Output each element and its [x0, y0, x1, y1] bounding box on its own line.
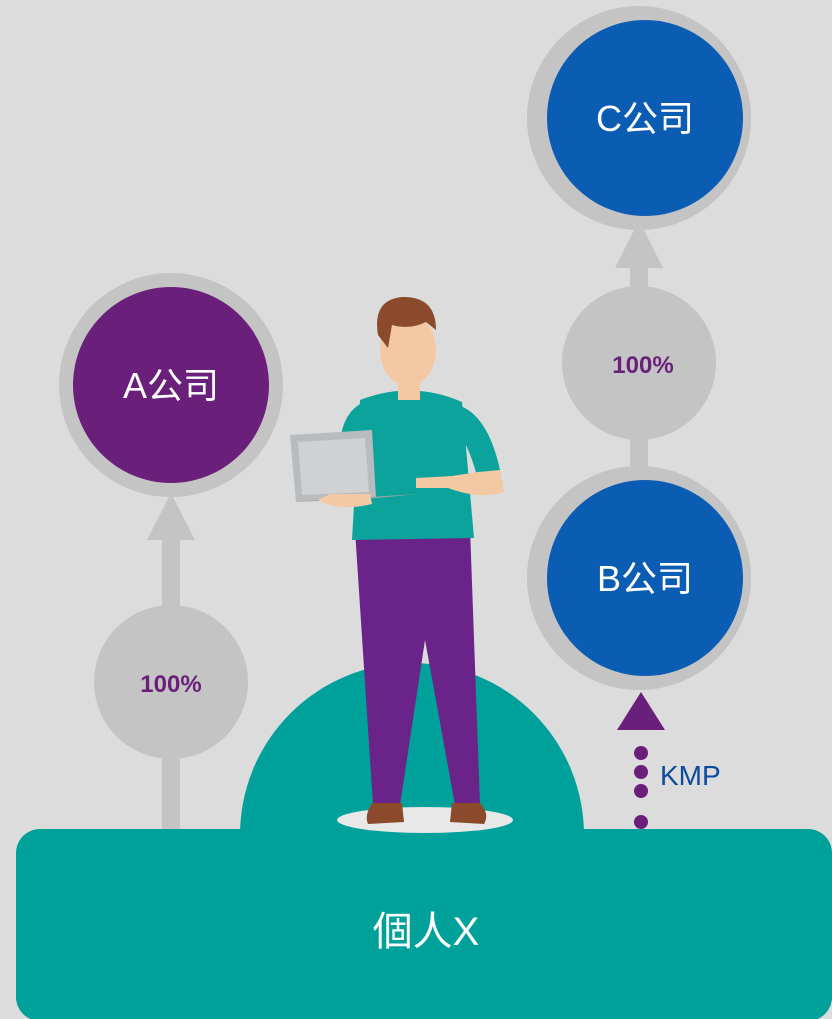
individual-base: 個人X: [16, 663, 832, 1019]
node-a-company: A公司: [59, 273, 283, 497]
edge-individual-to-b-kmp: KMP: [617, 692, 721, 829]
a-company-label: A公司: [123, 365, 219, 406]
individual-label: 個人X: [373, 910, 480, 954]
share-badge-a: 100%: [94, 605, 248, 759]
share-label-a: 100%: [140, 671, 201, 698]
node-b-company: B公司: [527, 466, 751, 690]
share-badge-c: 100%: [562, 286, 716, 440]
c-company-label: C公司: [596, 98, 694, 139]
person-with-laptop-illustration: [290, 296, 513, 833]
share-label-c: 100%: [612, 352, 673, 379]
node-c-company: C公司: [527, 6, 751, 230]
b-company-label: B公司: [597, 558, 693, 599]
kmp-label: KMP: [660, 760, 721, 791]
kmp-arrow-head: [617, 692, 665, 730]
